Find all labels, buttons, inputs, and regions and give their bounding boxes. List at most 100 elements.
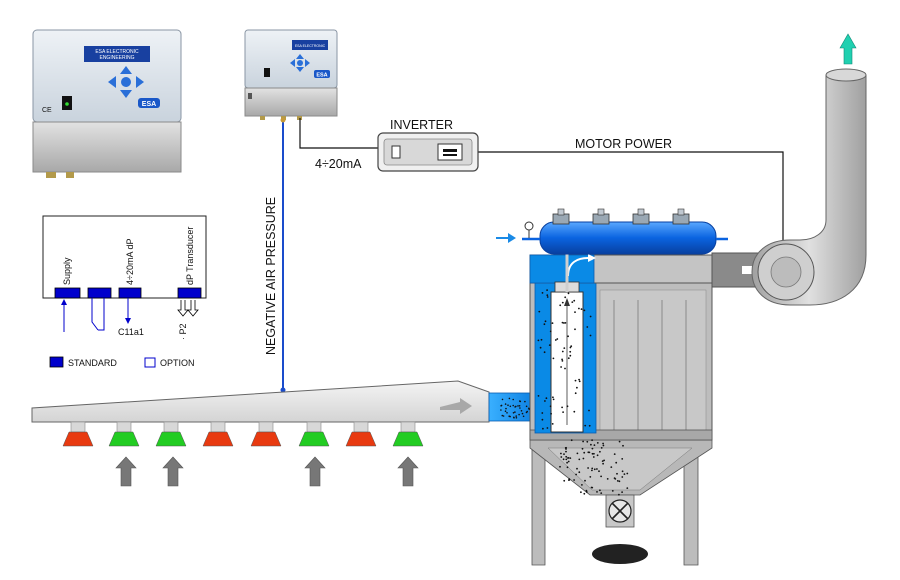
dust-particle [554, 339, 557, 341]
dust-particle [515, 417, 518, 419]
dust-particle [606, 478, 609, 480]
dust-particle [560, 452, 562, 455]
dust-particle [622, 444, 624, 447]
dust-particle [546, 294, 549, 297]
dust-particle [582, 457, 585, 460]
dust-particle [574, 379, 577, 382]
dust-particle [563, 322, 565, 324]
brand-plate-small [292, 40, 328, 50]
dust-particle [591, 467, 594, 470]
dust-particle [584, 479, 586, 482]
motor-power-label: MOTOR POWER [575, 137, 672, 151]
dust-particle [512, 412, 515, 414]
dust-particle [587, 467, 589, 469]
hood-neck [306, 421, 322, 433]
intake-arrow [397, 456, 419, 487]
dust-particle [618, 440, 621, 443]
dust-particle [561, 406, 563, 409]
pressure-gauge [524, 221, 534, 231]
hood-closed [250, 431, 282, 447]
dust-particle [615, 461, 618, 464]
dust-particle [566, 405, 569, 408]
dust-particle [546, 427, 549, 429]
dust-particle [569, 457, 572, 459]
dust-particle [552, 396, 554, 399]
dust-particle [543, 323, 546, 326]
dust-particle [567, 357, 570, 360]
dust-particle [514, 406, 516, 408]
dust-particle [589, 476, 592, 478]
dust-particle [593, 468, 596, 471]
dust-particle [567, 292, 570, 295]
keypad-large[interactable] [108, 66, 144, 98]
dust-particle [512, 398, 514, 401]
dust-particle [565, 450, 567, 453]
dust-particle [583, 309, 586, 312]
dust-particle [616, 480, 619, 482]
signal-label: 4÷20mA [315, 157, 362, 171]
dust-particle [548, 344, 551, 346]
dust-particle [590, 443, 592, 446]
dust-particle [578, 378, 580, 381]
dust-particle [596, 491, 598, 493]
dust-particle [566, 461, 568, 464]
terminal-dp-transducer [177, 287, 202, 299]
dust-particle [581, 484, 583, 486]
dust-particle [596, 442, 599, 444]
dust-particle [570, 345, 573, 348]
hood-neck [116, 421, 132, 433]
dust-particle [545, 397, 548, 400]
dust-particle [580, 491, 582, 494]
dust-particle [546, 289, 548, 291]
legend-standard-swatch [49, 356, 64, 368]
dust-particle [591, 486, 594, 489]
dust-particle [500, 405, 502, 407]
dust-particle [543, 351, 546, 354]
dust-particle [561, 301, 564, 304]
terminal-supply [54, 287, 81, 299]
dust-particle [519, 400, 522, 403]
dust-particle [589, 315, 592, 318]
dust-particle [584, 424, 587, 427]
dust-particle [513, 417, 515, 419]
dust-particle [580, 308, 583, 310]
dust-particle [561, 358, 563, 361]
dust-particle [502, 415, 505, 417]
output-label: C11a1 [118, 327, 144, 337]
dust-particle [571, 301, 574, 303]
dust-particle [613, 477, 616, 479]
dust-particle [573, 299, 576, 302]
keypad-small[interactable] [290, 54, 310, 72]
dust-particle [563, 453, 565, 455]
dust-particle [522, 415, 525, 418]
hood-closed [345, 431, 377, 447]
dust-particle [621, 458, 624, 460]
dust-particle [501, 398, 504, 401]
dust-particle [537, 395, 540, 397]
dust-particle [575, 473, 577, 476]
controller-small: ESA ELECTRONIC ESA [244, 29, 338, 120]
negative-air-pressure-label: NEGATIVE AIR PRESSURE [264, 197, 278, 355]
dust-particle [538, 310, 541, 313]
dust-particle [581, 447, 584, 450]
dust-particle [573, 479, 575, 481]
dust-particle [602, 444, 605, 447]
dust-particle [593, 444, 596, 446]
intake-arrow [162, 456, 184, 487]
inverter-label: INVERTER [390, 118, 453, 132]
dust-particle [520, 410, 523, 412]
inverter-switch[interactable] [391, 145, 401, 159]
dust-particles [500, 289, 629, 496]
dust-particle [540, 338, 543, 341]
dust-particle [600, 475, 602, 478]
dust-particle [602, 462, 604, 465]
dust-particle [591, 439, 593, 442]
dust-particle [596, 468, 598, 470]
legend-option-label: OPTION [160, 358, 195, 368]
motor-power-wire [476, 151, 784, 248]
dust-particle [564, 322, 567, 324]
dust-particle [610, 466, 613, 468]
dust-pile [592, 544, 648, 564]
pressure-port-label: · P2 [178, 323, 188, 340]
